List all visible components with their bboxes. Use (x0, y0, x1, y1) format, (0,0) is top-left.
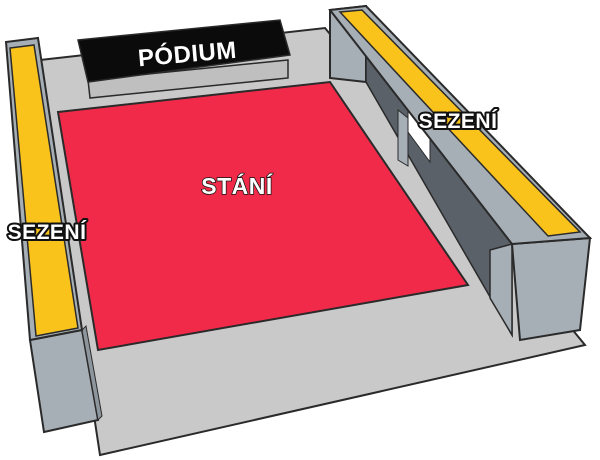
seating-right-block[interactable]: SEZENÍ (328, 4, 593, 342)
seating-left-rows (9, 44, 79, 337)
podium-stage[interactable]: PÓDIUM (77, 19, 291, 99)
standing-area[interactable]: STÁNÍ (56, 80, 470, 352)
standing-label: STÁNÍ (201, 172, 273, 199)
seating-left-label: SEZENÍ (8, 221, 88, 244)
seating-right-rows (338, 9, 582, 237)
seating-right-label: SEZENÍ (419, 110, 499, 133)
seating-left-block[interactable]: SEZENÍ (4, 36, 103, 434)
